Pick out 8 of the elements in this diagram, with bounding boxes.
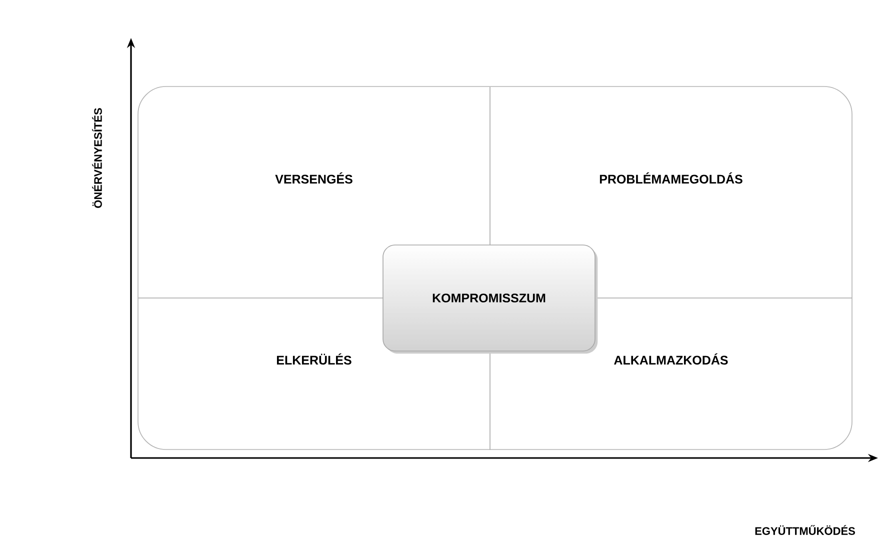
quadrant-region: PROBLÉMAMEGOLDÁS (600, 172, 742, 184)
center-box: KOMPROMISSZUM (382, 244, 598, 354)
axis-label: EGYÜTTMŰKÖDÉS (755, 525, 855, 535)
quadrant-region: ALKALMAZKODÁS (614, 353, 728, 365)
quadrant-frame (138, 86, 852, 450)
quadrant-region: ELKERÜLÉS (276, 353, 352, 365)
quadrant-region: VERSENGÉS (275, 172, 352, 184)
axis-label: ÖNÉRVÉNYESÍTÉS (92, 108, 102, 208)
